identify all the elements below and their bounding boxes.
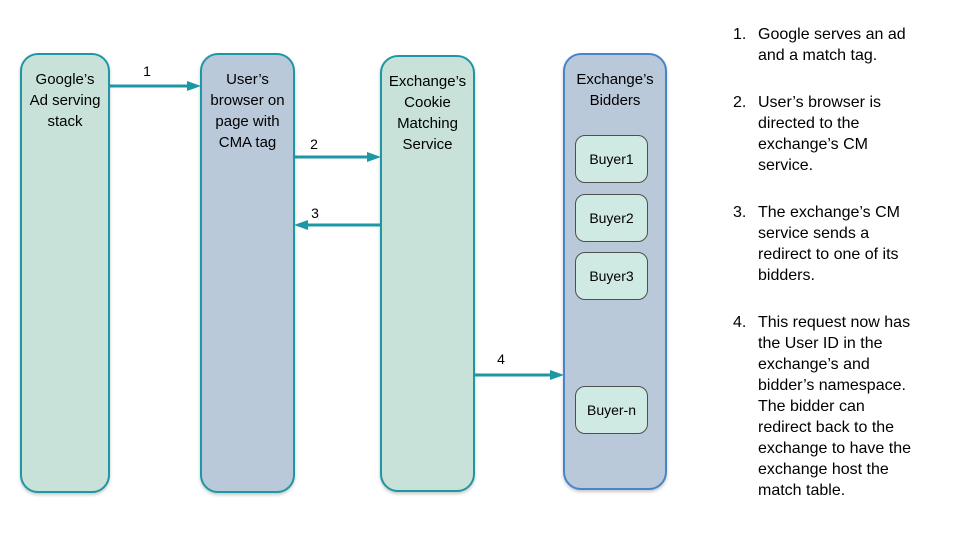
node-user-browser: User’s browser on page with CMA tag bbox=[200, 53, 295, 493]
steps-list: 1. Google serves an ad and a match tag. … bbox=[733, 24, 943, 527]
step-item-1: 1. Google serves an ad and a match tag. bbox=[733, 24, 943, 66]
buyer-2-box: Buyer2 bbox=[575, 194, 648, 242]
step-text: This request now has the User ID in the … bbox=[758, 314, 912, 499]
buyer-3-box: Buyer3 bbox=[575, 252, 648, 300]
step-item-2: 2. User’s browser is directed to the exc… bbox=[733, 92, 943, 176]
node-cm-label: Exchange’s Cookie Matching Service bbox=[388, 73, 467, 153]
arrow-1-number: 1 bbox=[143, 63, 151, 79]
step-number: 4. bbox=[733, 314, 747, 331]
node-exchange-bidders: Exchange’s Bidders Buyer1 Buyer2 Buyer3 … bbox=[563, 53, 667, 490]
node-bidders-label: Exchange’s Bidders bbox=[576, 71, 654, 109]
step-item-4: 4. This request now has the User ID in t… bbox=[733, 312, 943, 501]
arrow-2 bbox=[295, 152, 381, 162]
buyer-n-box: Buyer-n bbox=[575, 386, 648, 434]
step-text: Google serves an ad and a match tag. bbox=[758, 26, 906, 64]
arrow-3-number: 3 bbox=[311, 205, 319, 221]
step-text: The exchange’s CM service sends a redire… bbox=[758, 204, 900, 284]
buyer-1-box: Buyer1 bbox=[575, 135, 648, 183]
node-browser-label: User’s browser on page with CMA tag bbox=[210, 71, 285, 151]
arrow-4-number: 4 bbox=[497, 351, 505, 367]
arrowhead-left-icon bbox=[294, 220, 308, 230]
node-cookie-matching-service: Exchange’s Cookie Matching Service bbox=[380, 55, 475, 492]
arrowhead-right-icon bbox=[367, 152, 381, 162]
node-google-label: Google’s Ad serving stack bbox=[29, 71, 101, 130]
step-text: User’s browser is directed to the exchan… bbox=[758, 94, 881, 174]
step-number: 3. bbox=[733, 204, 747, 221]
arrow-1 bbox=[110, 81, 201, 91]
node-google-ad-serving-stack: Google’s Ad serving stack bbox=[20, 53, 110, 493]
step-item-3: 3. The exchange’s CM service sends a red… bbox=[733, 202, 943, 286]
arrow-3 bbox=[294, 220, 380, 230]
step-number: 1. bbox=[733, 26, 747, 43]
arrow-4 bbox=[475, 370, 564, 380]
arrow-2-number: 2 bbox=[310, 136, 318, 152]
arrowhead-right-icon bbox=[550, 370, 564, 380]
step-number: 2. bbox=[733, 94, 747, 111]
arrowhead-right-icon bbox=[187, 81, 201, 91]
